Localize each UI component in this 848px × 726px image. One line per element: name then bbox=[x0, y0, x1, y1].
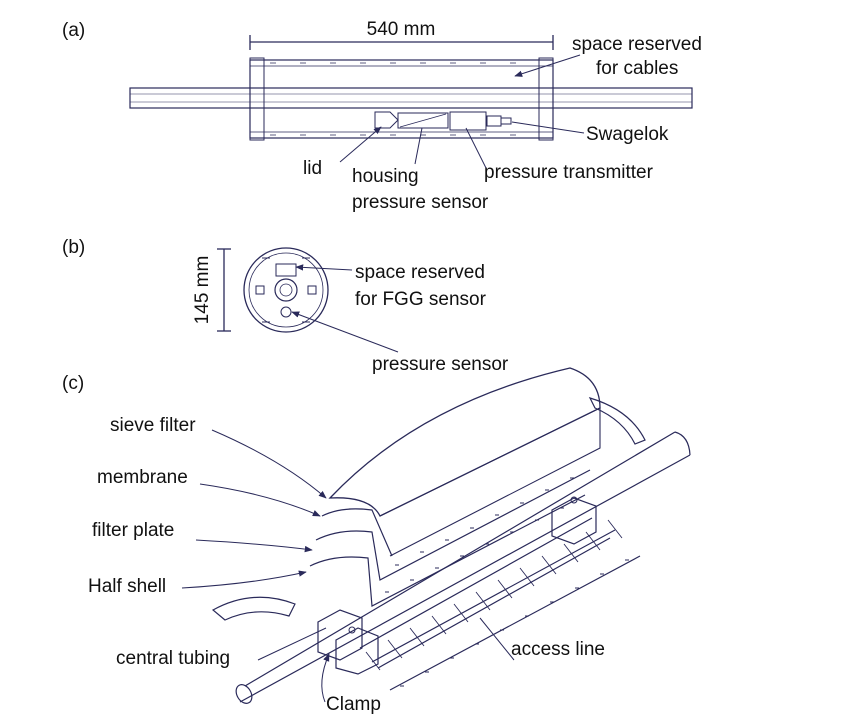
dimension-540: 540 mm bbox=[249, 19, 554, 50]
label-filter-plate: filter plate bbox=[92, 520, 174, 541]
clamps bbox=[317, 496, 597, 675]
central-tubing bbox=[235, 431, 691, 704]
label-clamp: Clamp bbox=[326, 694, 381, 715]
housing-side-view bbox=[129, 57, 693, 141]
pointer-lid bbox=[339, 126, 382, 163]
pointer-half-shell bbox=[181, 570, 307, 589]
label-swagelok: Swagelok bbox=[586, 124, 669, 145]
label-central-tubing: central tubing bbox=[116, 648, 230, 669]
label-housing-2: pressure sensor bbox=[352, 192, 489, 213]
label-pressure-sensor: pressure sensor bbox=[372, 354, 509, 375]
dimension-145-label: 145 mm bbox=[192, 256, 213, 325]
label-fgg-1: space reserved bbox=[355, 262, 485, 283]
panel-c: (c) bbox=[62, 367, 691, 715]
pointer-membrane bbox=[199, 483, 321, 517]
label-half-shell: Half shell bbox=[88, 576, 166, 597]
panel-a-tag: (a) bbox=[62, 20, 85, 41]
end-cap-left bbox=[211, 596, 296, 621]
label-transmitter: pressure transmitter bbox=[484, 162, 654, 183]
cross-section bbox=[243, 247, 329, 333]
dimension-540-label: 540 mm bbox=[367, 19, 436, 40]
label-membrane: membrane bbox=[97, 467, 188, 488]
label-access-line: access line bbox=[511, 639, 605, 660]
pointer-central-tubing bbox=[257, 627, 327, 661]
pointer-fgg bbox=[295, 264, 353, 271]
panel-a: (a) 540 mm bbox=[62, 19, 702, 213]
end-cap-right bbox=[588, 397, 646, 445]
label-fgg-2: for FGG sensor bbox=[355, 289, 487, 310]
label-cables-1: space reserved bbox=[572, 34, 702, 55]
pointer-sieve-filter bbox=[211, 429, 327, 499]
panel-b: (b) 145 mm space reserved for FGG sensor… bbox=[62, 237, 509, 375]
access-line bbox=[359, 517, 641, 691]
pointer-cables bbox=[514, 54, 581, 77]
pointer-pressure-sensor bbox=[291, 311, 399, 353]
pointer-access-line bbox=[479, 617, 515, 661]
label-sieve-filter: sieve filter bbox=[110, 415, 196, 436]
pointer-swagelok bbox=[511, 121, 585, 134]
dimension-145: 145 mm bbox=[192, 248, 231, 332]
pointer-clamp bbox=[321, 653, 330, 703]
pointer-housing bbox=[414, 127, 423, 165]
pointer-transmitter bbox=[465, 127, 487, 169]
panel-b-tag: (b) bbox=[62, 237, 85, 258]
filter-stack bbox=[309, 367, 601, 607]
label-lid: lid bbox=[303, 158, 322, 179]
label-housing-1: housing bbox=[352, 166, 419, 187]
pointer-filter-plate bbox=[195, 539, 313, 553]
label-cables-2: for cables bbox=[596, 58, 678, 79]
panel-c-tag: (c) bbox=[62, 373, 84, 394]
